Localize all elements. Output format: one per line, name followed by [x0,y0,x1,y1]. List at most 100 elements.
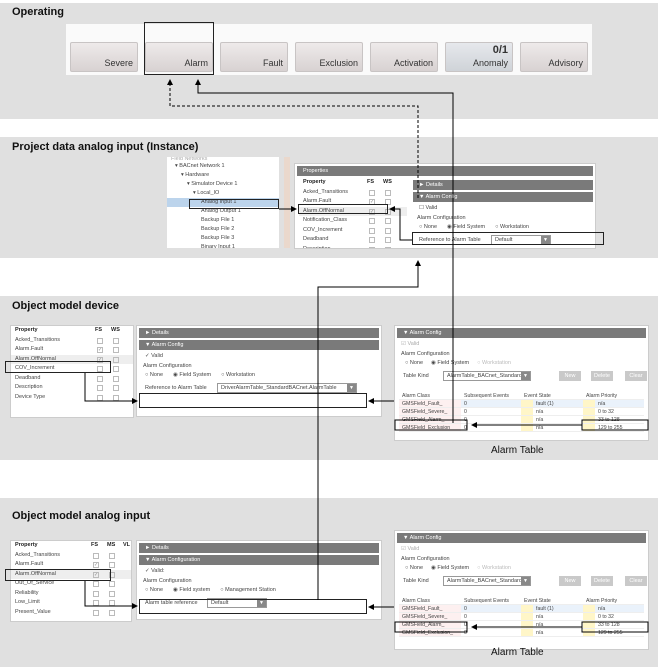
radio-option[interactable]: ○ Workstation [477,565,511,571]
property-row[interactable]: Alarm.Fault✓ [11,345,133,355]
tree-item[interactable]: ▾ Simulator Device 1 [167,180,279,189]
checkbox-fs[interactable] [93,609,99,616]
checkbox-fs[interactable] [97,375,103,382]
delete-button[interactable]: Delete [591,370,613,381]
checkbox-ws[interactable] [385,237,391,243]
property-row[interactable]: Alarm.Fault✓ [11,560,131,570]
radio-option[interactable]: ○ None [145,587,164,593]
checkbox-ws[interactable] [109,590,115,597]
filter-button-fault[interactable]: Fault [220,42,288,72]
checkbox-fs[interactable]: ✓ [97,347,103,353]
tree-item[interactable]: Backup File 3 [167,234,279,243]
tree-item[interactable]: ▾ Hardware [167,171,279,180]
radio-option[interactable]: ◉ Field System [173,372,212,378]
valid-checkbox[interactable]: ☐ [419,205,426,211]
valid-row[interactable]: ☐ Valid [411,204,595,214]
checkbox-ws[interactable] [385,189,391,196]
property-row[interactable]: Acked_Transitions [11,336,133,346]
filter-button-activation[interactable]: Activation [370,42,438,72]
checkbox-fs[interactable] [97,385,103,391]
valid-row[interactable]: ☑ Valid [401,546,420,552]
table-kind-dropdown[interactable]: AlarmTable_BACnet_Standard [443,370,531,381]
valid-checkbox[interactable]: ✓ [145,353,152,359]
checkbox-ws[interactable] [109,562,115,568]
property-row[interactable]: COV_Increment [11,364,133,374]
checkbox-fs[interactable]: ✓ [93,562,99,568]
property-row[interactable]: Alarm.OffNormal✓ [11,354,133,364]
checkbox-ws[interactable] [113,394,119,401]
expand-icon[interactable]: ▾ [193,190,198,196]
property-row[interactable]: Acked_Transitions [11,551,131,561]
checkbox-fs[interactable] [97,337,103,344]
radio-option[interactable]: ○ None [419,224,438,230]
expand-icon[interactable]: ▾ [181,172,186,178]
valid-row[interactable]: ✓ Valid: [137,567,381,577]
alarm-config-header[interactable]: ▼ Alarm Config [397,533,646,543]
radio-option[interactable]: ◉ Field System [447,224,486,230]
alarm-config-header[interactable]: ▼ Alarm Config [413,192,593,202]
checkbox-ws[interactable] [385,199,391,205]
radio-option[interactable]: ○ None [405,565,424,571]
property-row[interactable]: Device Type [11,393,133,403]
checkbox-ws[interactable] [113,366,119,372]
valid-row[interactable]: ✓ Valid [137,352,381,362]
tree-item[interactable]: Backup File 1 [167,216,279,225]
valid-row[interactable]: ☑ Valid [401,341,420,347]
filter-button-severe[interactable]: Severe [70,42,138,72]
checkbox-fs[interactable] [93,552,99,559]
filter-button-advisory[interactable]: Advisory [520,42,588,72]
details-header[interactable]: ► Details [413,180,593,190]
property-row[interactable]: Out_Of_Service [11,579,131,589]
tree-item[interactable]: Analog Output 1 [167,207,279,216]
checkbox-fs[interactable]: ✓ [93,571,99,578]
new-button[interactable]: New [559,370,581,381]
tree-item[interactable]: Analog Input 1 [167,198,279,207]
property-row[interactable]: Deadband [299,235,407,245]
property-row[interactable]: Alarm.OffNormal✓ [11,569,131,579]
delete-button[interactable]: Delete [591,575,613,586]
checkbox-ws[interactable] [109,581,115,587]
checkbox-fs[interactable] [369,218,375,224]
alarm-config-header[interactable]: ▼ Alarm Configuration [139,555,379,565]
valid-checkbox[interactable]: ✓ [145,568,152,574]
property-row[interactable]: Deadband [11,374,133,384]
filter-button-exclusion[interactable]: Exclusion [295,42,363,72]
tree-item[interactable]: ▾ BACnet Network 1 [167,162,279,171]
checkbox-fs[interactable] [93,590,99,597]
checkbox-fs[interactable] [93,581,99,587]
alarm-config-header[interactable]: ▼ Alarm Config [139,340,379,350]
checkbox-fs[interactable] [369,246,375,248]
clear-button[interactable]: Clear [625,370,647,381]
radio-option[interactable]: ○ Workstation [221,372,255,378]
reference-dropdown[interactable]: DriverAlarmTable_StandardBACnet.AlarmTab… [217,382,357,393]
checkbox-ws[interactable] [113,347,119,353]
radio-option[interactable]: ○ Management Station [220,587,276,593]
checkbox-ws[interactable] [113,337,119,344]
radio-option[interactable]: ○ None [145,372,164,378]
radio-option[interactable]: ○ None [405,360,424,366]
checkbox-fs[interactable] [97,366,103,372]
checkbox-ws[interactable] [385,246,391,248]
checkbox-ws[interactable] [113,356,119,363]
table-kind-dropdown[interactable]: AlarmTable_BACnet_Standard [443,575,531,586]
tree-item[interactable]: Binary Input 1 [167,243,279,248]
expand-icon[interactable]: ▾ [187,181,192,187]
checkbox-fs[interactable] [97,394,103,401]
checkbox-ws[interactable] [385,227,391,234]
new-button[interactable]: New [559,575,581,586]
property-row[interactable]: COV_Increment [299,226,407,236]
checkbox-fs[interactable]: ✓ [369,208,375,215]
checkbox-fs[interactable] [369,237,375,243]
checkbox-fs[interactable]: ✓ [97,356,103,363]
property-row[interactable]: Reliability [11,589,131,599]
property-row[interactable]: Notification_Class [299,216,407,226]
property-row[interactable]: Acked_Transitions [299,188,407,198]
checkbox-ws[interactable] [109,571,115,578]
property-row[interactable]: Present_Value [11,608,131,618]
